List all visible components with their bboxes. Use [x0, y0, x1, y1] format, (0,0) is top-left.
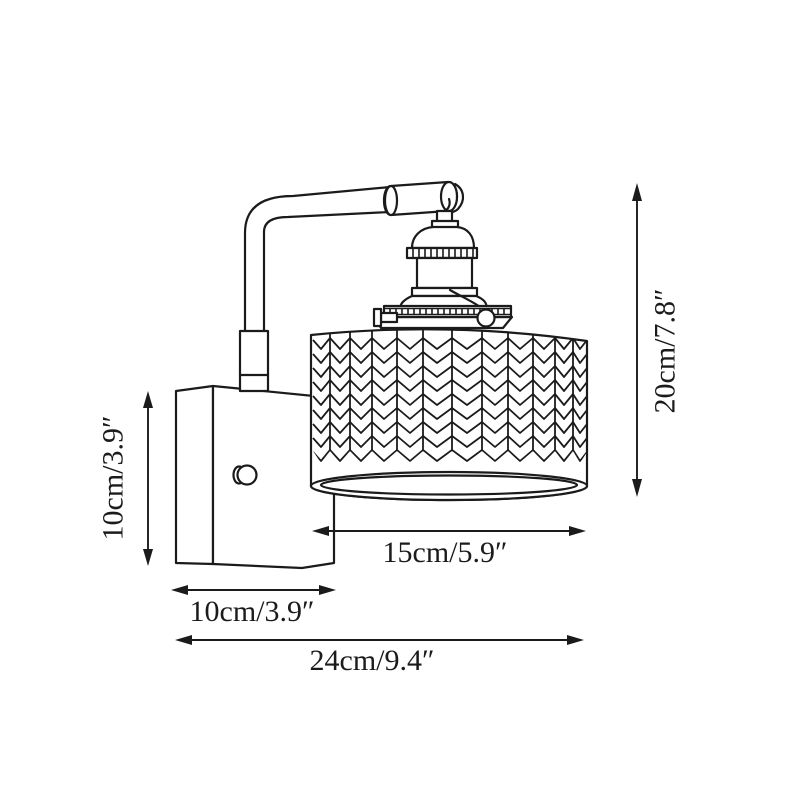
shade-bottom-rim-inner	[319, 474, 579, 496]
socket-knurl-ring	[405, 246, 479, 260]
wall-bracket	[174, 384, 336, 570]
arrowhead-left-icon	[171, 585, 188, 595]
dimension-bracket-height: 10cm/3.9″	[97, 391, 153, 566]
chevron-pattern	[312, 329, 587, 462]
drum-shade	[309, 328, 589, 502]
arm-collar	[238, 329, 270, 393]
dimension-total-height: 20cm/7.8″	[632, 183, 682, 497]
shade-diameter-label: 15cm/5.9″	[383, 536, 508, 569]
dimension-shade-diameter: 15cm/5.9″	[312, 526, 586, 569]
mount-arm	[238, 185, 392, 393]
lamp-socket	[399, 209, 488, 311]
dimension-total-depth: 24cm/9.4″	[175, 635, 584, 677]
arrowhead-down-icon	[632, 479, 642, 497]
shade-fitter	[372, 304, 514, 330]
switch-knob	[232, 464, 258, 486]
socket-lower-ring	[410, 286, 479, 298]
arrowhead-right-icon	[569, 526, 586, 536]
fitter-knob	[476, 308, 496, 328]
total-height-label: 20cm/7.8″	[649, 289, 682, 414]
arrowhead-up-icon	[143, 391, 153, 408]
bracket-side-face	[174, 384, 215, 566]
socket-dome	[410, 225, 476, 250]
arrowhead-up-icon	[632, 183, 642, 201]
arrowhead-left-icon	[312, 526, 329, 536]
arrowhead-right-icon	[319, 585, 336, 595]
arrowhead-right-icon	[567, 635, 584, 645]
arrowhead-left-icon	[175, 635, 192, 645]
socket-body	[415, 256, 474, 290]
bracket-width-label: 10cm/3.9″	[190, 595, 315, 628]
total-depth-label: 24cm/9.4″	[310, 644, 435, 677]
arm-tube	[243, 185, 392, 333]
bracket-height-label: 10cm/3.9″	[97, 416, 130, 541]
dimension-bracket-width: 10cm/3.9″	[171, 585, 336, 628]
arrowhead-down-icon	[143, 549, 153, 566]
shade-panel-lines	[329, 329, 574, 462]
swivel-joint	[382, 180, 465, 217]
fitter-thumbscrew	[372, 307, 399, 328]
